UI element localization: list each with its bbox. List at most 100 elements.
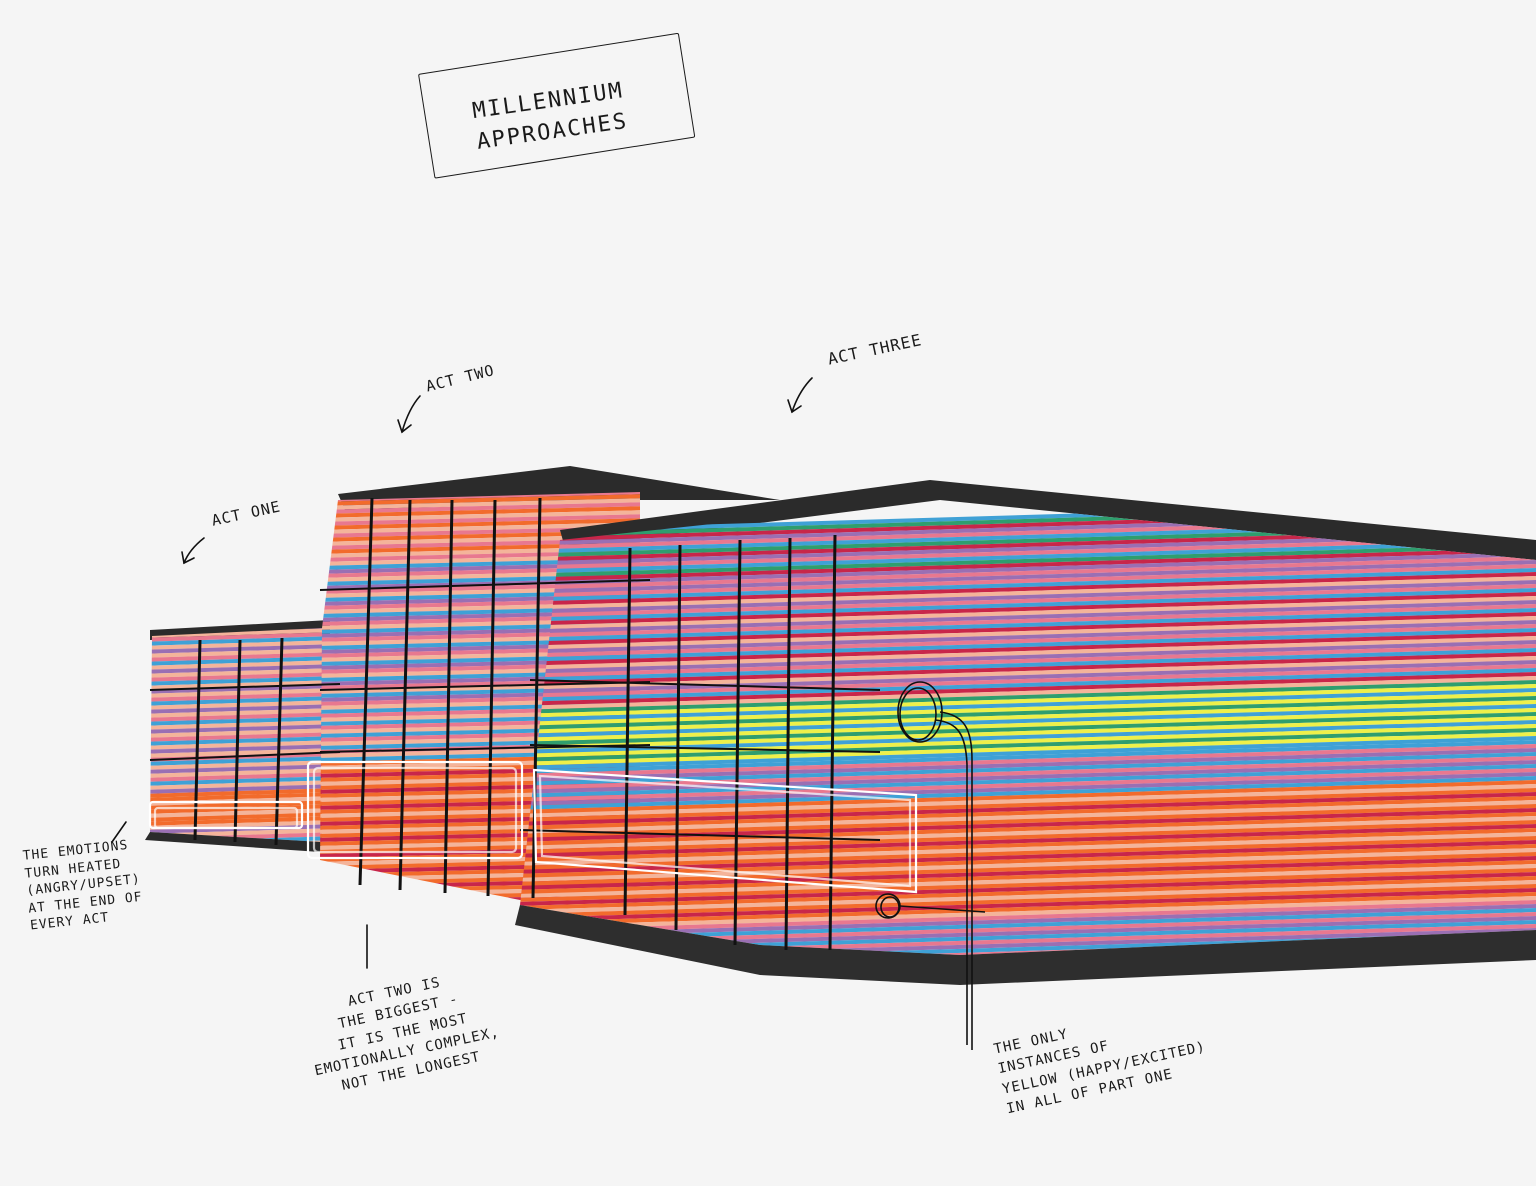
page-edge-stripe (520, 532, 1536, 566)
page-edge-stripe (520, 900, 1536, 934)
page-edge-stripe (520, 708, 1536, 742)
page-edge-stripe (520, 916, 1536, 950)
page-edge-stripe (520, 904, 1536, 938)
act-three-book (515, 480, 1536, 1022)
act-two-arrow (401, 395, 421, 433)
page-edge-stripe (320, 502, 640, 514)
binding-thread (274, 637, 284, 846)
page-edge-stripe (520, 860, 1536, 894)
page-edge-stripe (520, 736, 1536, 770)
page-edge-stripe (150, 784, 322, 794)
page-edge-stripe (520, 540, 1536, 574)
page-edge-stripe (150, 744, 322, 754)
page-edge-stripe (320, 506, 640, 518)
binding-thread (149, 751, 341, 761)
page-edge-stripe (150, 780, 322, 790)
binding-thread (674, 544, 682, 931)
binding-thread (358, 497, 374, 886)
page-edge-stripe (520, 836, 1536, 870)
page-edge-stripe (320, 494, 640, 506)
binding-thread (529, 744, 881, 753)
page-edge-stripe (150, 732, 322, 742)
act-one-arrow (183, 537, 205, 564)
page-edge-stripe (520, 700, 1536, 734)
binding-thread (149, 683, 341, 691)
page-edge-stripe (520, 792, 1536, 826)
page-edge-stripe (150, 736, 322, 746)
page-edge-stripe (520, 644, 1536, 678)
page-edge-stripe (520, 528, 1536, 562)
binding-thread (519, 829, 881, 841)
page-edge-stripe (520, 832, 1536, 866)
page-edge-stripe (520, 692, 1536, 726)
page-edge-stripe (520, 728, 1536, 762)
page-edge-stripe (520, 756, 1536, 790)
page-edge-stripe (520, 876, 1536, 910)
page-edge-stripe (520, 784, 1536, 818)
page-edge-stripe (150, 716, 322, 726)
page-edge-stripe (515, 988, 1536, 1022)
page-edge-stripe (520, 732, 1536, 766)
page-edge-stripe (520, 720, 1536, 754)
page-edge-stripe (520, 604, 1536, 638)
page-edge-stripe (520, 572, 1536, 606)
page-edge-stripe (150, 704, 322, 714)
page-edge-stripe (520, 592, 1536, 626)
page-edge-stripe (150, 808, 322, 818)
page-edge-stripe (520, 932, 1536, 955)
page-edge-stripe (520, 660, 1536, 694)
page-edge-stripe (520, 712, 1536, 746)
page-edge-stripe (150, 632, 322, 642)
page-edge-stripe (520, 872, 1536, 906)
page-edge-stripe (520, 748, 1536, 782)
page-edge-stripe (150, 792, 322, 802)
page-edge-stripe (520, 796, 1536, 830)
page-edge-stripe (520, 544, 1536, 578)
page-edge-stripe (520, 640, 1536, 674)
page-edge-stripe (520, 612, 1536, 646)
binding-thread (623, 547, 632, 916)
page-edge-stripe (520, 560, 1536, 594)
page-edge-stripe (520, 548, 1536, 582)
page-edge-stripe (150, 700, 322, 710)
page-edge-stripe (320, 526, 640, 538)
page-edge-stripe (520, 816, 1536, 850)
page-edge-stripe (520, 556, 1536, 590)
page-edge-stripe (520, 848, 1536, 882)
page-edge-stripe (150, 756, 322, 766)
page-edge-stripe (520, 884, 1536, 918)
page-edge-stripe (320, 510, 640, 522)
page-edge-stripe (520, 688, 1536, 722)
page-edge-stripe (520, 768, 1536, 802)
page-edge-stripe (520, 912, 1536, 946)
page-edge-stripe (150, 728, 322, 738)
note-emotions: THE EMOTIONS TURN HEATED (ANGRY/UPSET) A… (22, 837, 144, 934)
page-edge-stripe (520, 704, 1536, 738)
binding-thread (319, 681, 651, 691)
page-edge-stripe (520, 896, 1536, 930)
page-edge-stripe (520, 852, 1536, 886)
page-edge-stripe (320, 514, 640, 526)
highlight-box-act-two (306, 760, 524, 860)
page-edge-stripe (150, 748, 322, 758)
page-edge-stripe (520, 628, 1536, 662)
emotions-leader (111, 821, 127, 843)
page-edge-stripe (520, 824, 1536, 858)
binding-thread (443, 499, 454, 894)
page-edge-stripe (520, 656, 1536, 690)
page-edge-stripe (520, 744, 1536, 778)
page-edge-stripe (520, 800, 1536, 834)
highlight-box-act-three (532, 768, 918, 894)
page-edge-stripe (520, 868, 1536, 902)
page-edge-stripe (520, 880, 1536, 914)
page-edge-stripe (520, 888, 1536, 922)
page-edge-stripe (515, 980, 1536, 1014)
annotation-arrows (111, 377, 813, 969)
highlight-boxes (148, 760, 918, 894)
page-edge-stripe (150, 776, 322, 786)
page-edge-stripe (150, 720, 322, 730)
binding-thread (529, 679, 881, 691)
page-edge-stripe (520, 740, 1536, 774)
page-edge-stripe (520, 576, 1536, 610)
